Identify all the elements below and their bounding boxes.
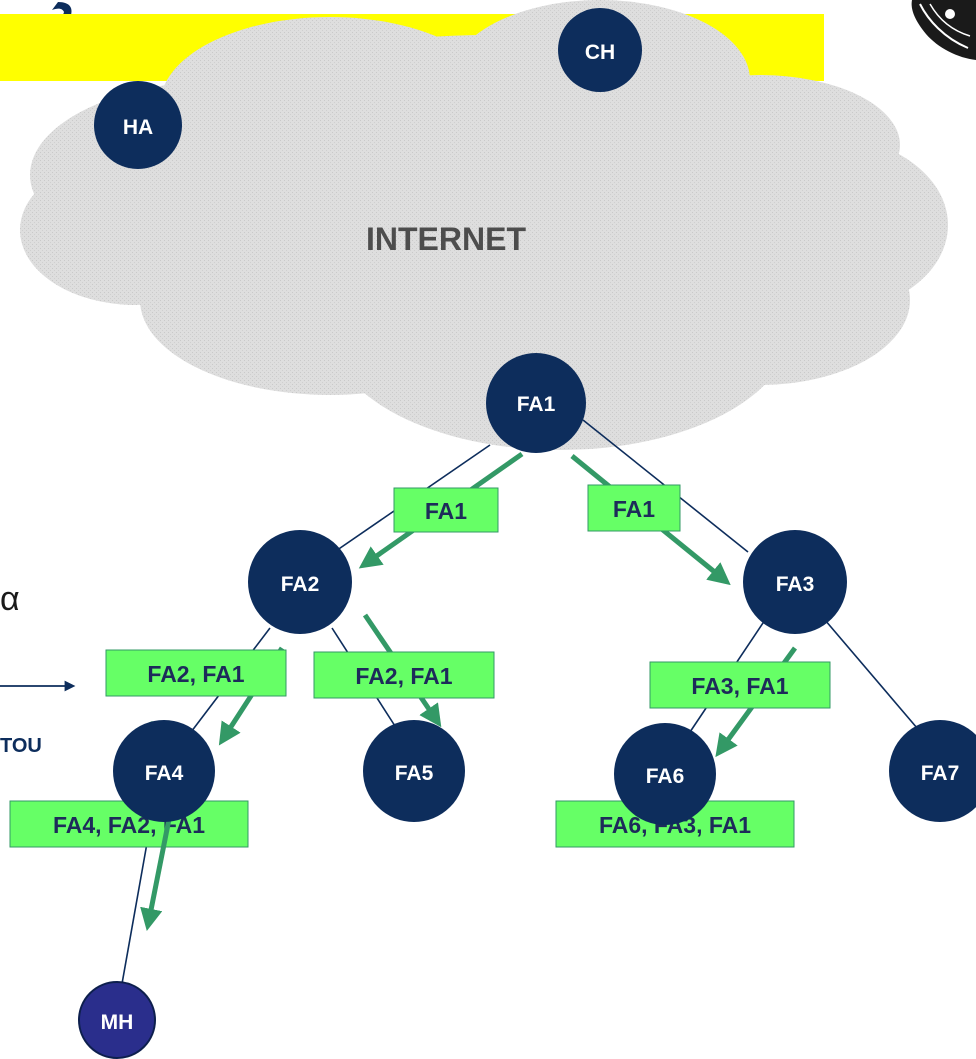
node-fa6: FA6 (614, 723, 716, 825)
node-fa4-label: FA4 (145, 762, 184, 785)
link-fa3-fa7 (824, 619, 924, 736)
internet-cloud (20, 0, 948, 450)
node-fa3-label: FA3 (776, 573, 815, 596)
msg-fa3-label: FA3, FA1 (691, 673, 788, 699)
node-fa1-label: FA1 (517, 393, 556, 416)
university-seal-icon (911, 0, 976, 60)
node-fa5-label: FA5 (395, 762, 434, 785)
node-fa5: FA5 (363, 720, 465, 822)
msg-fa1-left-label: FA1 (425, 498, 467, 524)
node-ch-label: CH (585, 41, 615, 64)
cloud-label: INTERNET (366, 221, 526, 257)
node-fa7-label: FA7 (921, 762, 960, 785)
node-fa6-label: FA6 (646, 765, 685, 788)
msg-box-fa2-right: FA2, FA1 (313, 651, 495, 699)
node-mh-label: MH (101, 1011, 134, 1034)
node-fa4: FA4 (113, 720, 215, 822)
node-fa3: FA3 (743, 530, 847, 634)
msg-box-fa1-right: FA1 (587, 484, 681, 532)
msg-box-fa1-left: FA1 (393, 487, 499, 533)
node-mh: MH (78, 981, 156, 1059)
node-ha-label: HA (123, 116, 153, 139)
msg-box-fa3: FA3, FA1 (649, 661, 831, 709)
node-fa2-label: FA2 (281, 573, 320, 596)
side-fragment-tou: TOU (0, 735, 42, 757)
node-fa1: FA1 (486, 353, 586, 453)
msg-fa2-right-label: FA2, FA1 (355, 663, 452, 689)
side-fragment-alpha: α (0, 580, 20, 618)
node-ch: CH (558, 8, 642, 92)
node-ha: HA (94, 81, 182, 169)
msg-fa1-right-label: FA1 (613, 496, 655, 522)
node-fa7: FA7 (889, 720, 976, 822)
node-fa2: FA2 (248, 530, 352, 634)
msg-box-fa2-left: FA2, FA1 (105, 649, 287, 697)
title-fragment (48, 2, 72, 36)
msg-fa2-left-label: FA2, FA1 (147, 661, 244, 687)
